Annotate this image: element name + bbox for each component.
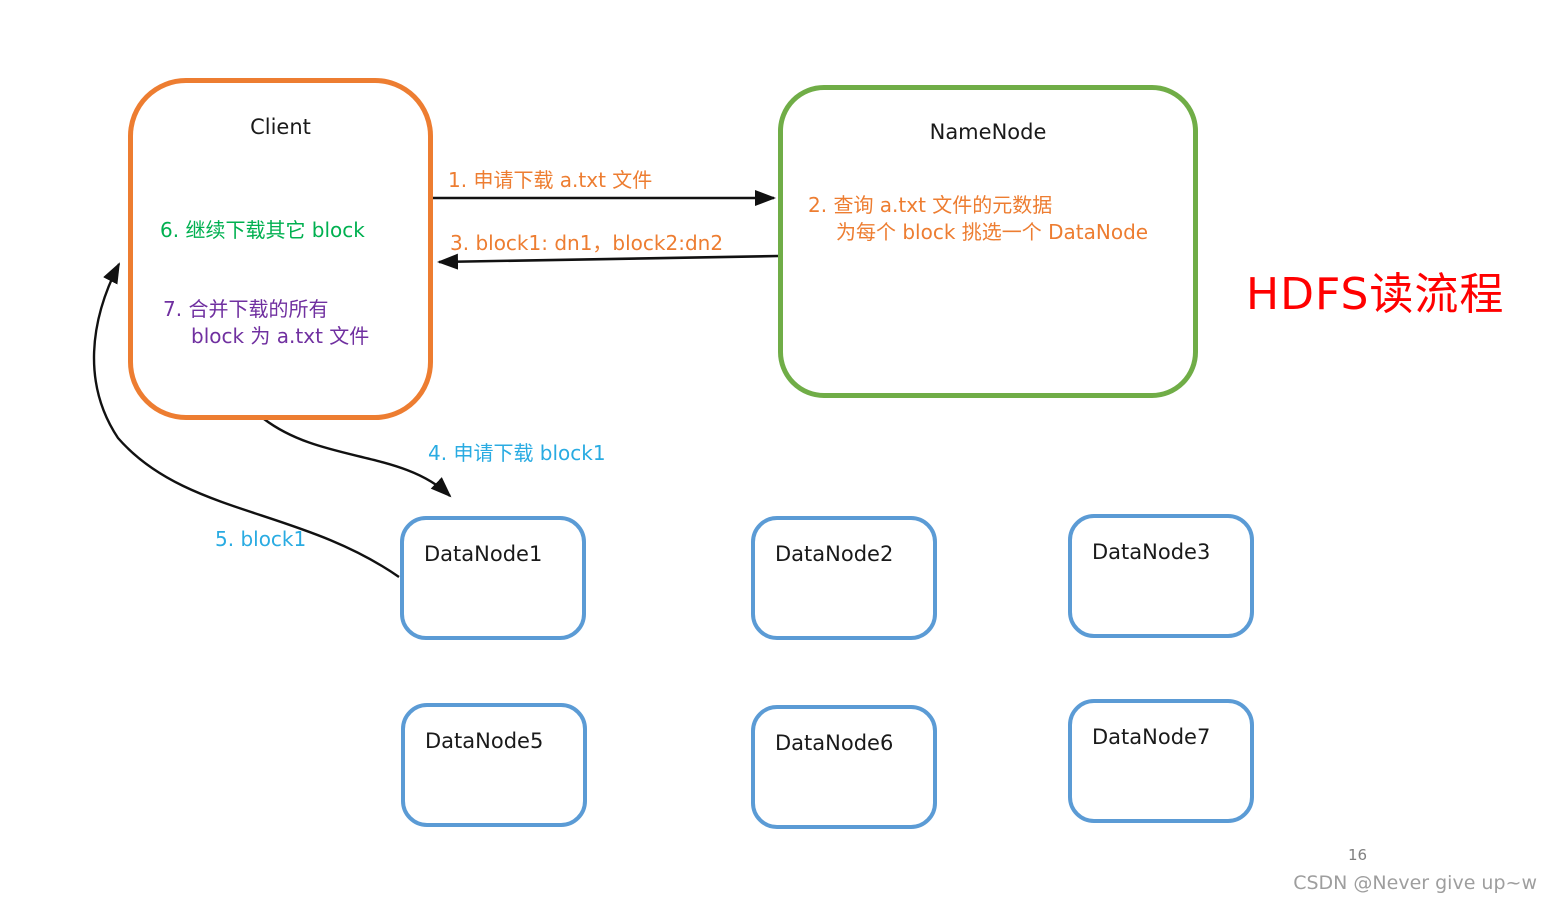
datanode1-label: DataNode1 (424, 542, 543, 566)
step5-label: 5. block1 (215, 527, 307, 551)
step4-label: 4. 申请下载 block1 (428, 441, 606, 465)
step2-line1: 2. 查询 a.txt 文件的元数据 (808, 193, 1053, 217)
step1-label: 1. 申请下载 a.txt 文件 (448, 168, 653, 192)
datanode3-node: DataNode3 (1068, 514, 1254, 638)
datanode3-label: DataNode3 (1092, 540, 1211, 564)
datanode1-node: DataNode1 (400, 516, 586, 640)
datanode5-node: DataNode5 (401, 703, 587, 827)
datanode6-node: DataNode6 (751, 705, 937, 829)
client-node: Client (128, 78, 433, 420)
datanode6-label: DataNode6 (775, 731, 894, 755)
datanode2-node: DataNode2 (751, 516, 937, 640)
namenode-node: NameNode (778, 85, 1198, 398)
step7-label: 7. 合并下载的所有 block 为 a.txt 文件 (163, 296, 369, 350)
page-title: HDFS读流程 (1246, 269, 1505, 320)
client-node-label: Client (250, 115, 311, 139)
step3-label: 3. block1: dn1，block2:dn2 (450, 231, 724, 255)
step6-label: 6. 继续下载其它 block (160, 218, 365, 242)
page-number: 16 (1348, 846, 1368, 864)
csdn-watermark: CSDN @Never give up~w (1293, 872, 1537, 894)
arrow-step4-client-to-datanode1 (263, 418, 452, 498)
step7-line1: 7. 合并下载的所有 (163, 297, 329, 321)
datanode7-node: DataNode7 (1068, 699, 1254, 823)
step2-label: 2. 查询 a.txt 文件的元数据 为每个 block 挑选一个 DataNo… (808, 192, 1148, 246)
datanode5-label: DataNode5 (425, 729, 544, 753)
namenode-node-label: NameNode (929, 120, 1047, 144)
step2-line2: 为每个 block 挑选一个 DataNode (836, 220, 1149, 244)
datanode7-label: DataNode7 (1092, 725, 1211, 749)
datanode2-label: DataNode2 (775, 542, 894, 566)
step7-line2: block 为 a.txt 文件 (191, 324, 370, 348)
